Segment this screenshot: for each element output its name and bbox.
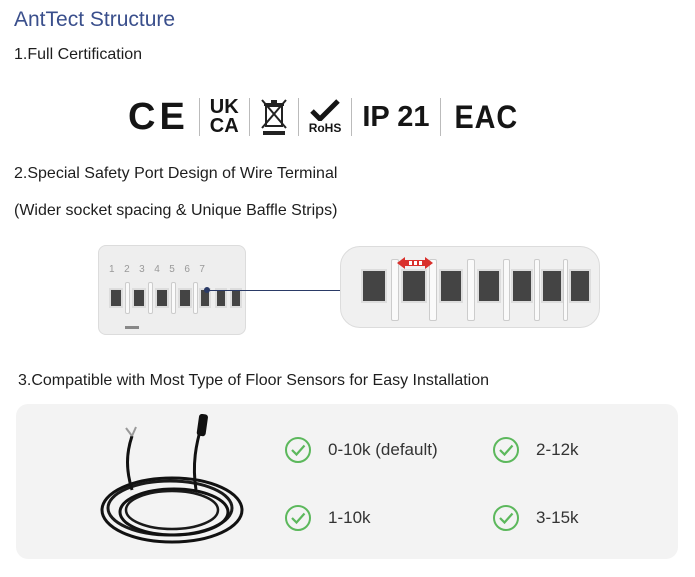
terminal-socket bbox=[569, 269, 591, 303]
terminal-socket bbox=[132, 288, 146, 308]
zoom-leader-line bbox=[208, 290, 340, 291]
check-circle-icon bbox=[493, 437, 519, 463]
sensor-option: 1-10k bbox=[284, 504, 371, 532]
port-number: 2 bbox=[124, 264, 130, 275]
baffle-strip bbox=[148, 282, 153, 314]
ce-mark-icon: CE bbox=[128, 95, 189, 138]
terminal-block-image: 1 2 3 4 5 6 7 bbox=[98, 245, 246, 335]
divider bbox=[248, 98, 250, 136]
eac-mark-icon: EAC bbox=[454, 98, 518, 135]
terminal-socket bbox=[230, 288, 242, 308]
sensor-option-label: 0-10k (default) bbox=[328, 440, 438, 459]
terminal-socket bbox=[215, 288, 227, 308]
terminal-marking bbox=[125, 326, 139, 329]
ukca-line-1: UK bbox=[209, 96, 239, 118]
terminal-socket bbox=[401, 269, 427, 303]
port-number: 1 bbox=[109, 264, 115, 275]
rohs-mark-icon: RoHS bbox=[308, 92, 342, 142]
rohs-label: RoHS bbox=[308, 121, 342, 135]
certification-marks: CE UK CA RoHS IP 21 EAC bbox=[128, 92, 521, 142]
port-number: 3 bbox=[139, 264, 145, 275]
check-circle-icon bbox=[285, 505, 311, 531]
sensor-option-label: 2-12k bbox=[536, 440, 579, 459]
terminal-socket bbox=[511, 269, 533, 303]
baffle-strip bbox=[503, 259, 510, 321]
sensor-option-label: 1-10k bbox=[328, 508, 371, 527]
sensors-heading: 3.Compatible with Most Type of Floor Sen… bbox=[18, 372, 490, 389]
baffle-strip bbox=[563, 259, 568, 321]
divider bbox=[297, 98, 299, 136]
certification-heading: 1.Full Certification bbox=[14, 46, 143, 63]
baffle-strip bbox=[391, 259, 399, 321]
page-title: AntTect Structure bbox=[14, 8, 176, 31]
rohs-check-icon bbox=[310, 99, 340, 121]
terminal-socket bbox=[178, 288, 192, 308]
weee-bin-icon bbox=[260, 92, 288, 142]
port-number: 7 bbox=[199, 264, 205, 275]
port-number: 5 bbox=[169, 264, 175, 275]
sensor-option: 2-12k bbox=[492, 436, 579, 464]
terminal-socket bbox=[361, 269, 387, 303]
baffle-strip bbox=[193, 282, 198, 314]
baffle-strip bbox=[125, 282, 130, 314]
divider bbox=[351, 98, 353, 136]
zoom-leader-dot bbox=[204, 287, 210, 293]
safety-port-subheading: (Wider socket spacing & Unique Baffle St… bbox=[14, 202, 338, 219]
baffle-strip bbox=[467, 259, 475, 321]
divider bbox=[439, 98, 441, 136]
baffle-strip bbox=[171, 282, 176, 314]
spacing-arrow-icon bbox=[397, 257, 433, 269]
port-number: 6 bbox=[184, 264, 190, 275]
ukca-line-2: CA bbox=[209, 115, 239, 137]
check-circle-icon bbox=[285, 437, 311, 463]
terminal-socket bbox=[109, 288, 123, 308]
sensor-panel: 0-10k (default) 2-12k 1-10k 3-15k bbox=[16, 404, 678, 559]
sensor-option: 0-10k (default) bbox=[284, 436, 438, 464]
divider bbox=[198, 98, 200, 136]
terminal-socket bbox=[439, 269, 463, 303]
baffle-strip bbox=[534, 259, 540, 321]
baffle-strip bbox=[429, 259, 437, 321]
terminal-socket bbox=[541, 269, 563, 303]
port-number: 4 bbox=[154, 264, 160, 275]
terminal-socket bbox=[155, 288, 169, 308]
terminal-zoom-image bbox=[340, 246, 600, 328]
sensor-option-label: 3-15k bbox=[536, 508, 579, 527]
ip21-mark-icon: IP 21 bbox=[362, 100, 430, 133]
port-numbers: 1 2 3 4 5 6 7 bbox=[109, 264, 205, 275]
ukca-mark-icon: UK CA bbox=[210, 92, 239, 142]
check-circle-icon bbox=[493, 505, 519, 531]
terminal-socket bbox=[477, 269, 501, 303]
floor-sensor-cable-image bbox=[100, 414, 244, 544]
sensor-option: 3-15k bbox=[492, 504, 579, 532]
safety-port-heading: 2.Special Safety Port Design of Wire Ter… bbox=[14, 165, 338, 182]
